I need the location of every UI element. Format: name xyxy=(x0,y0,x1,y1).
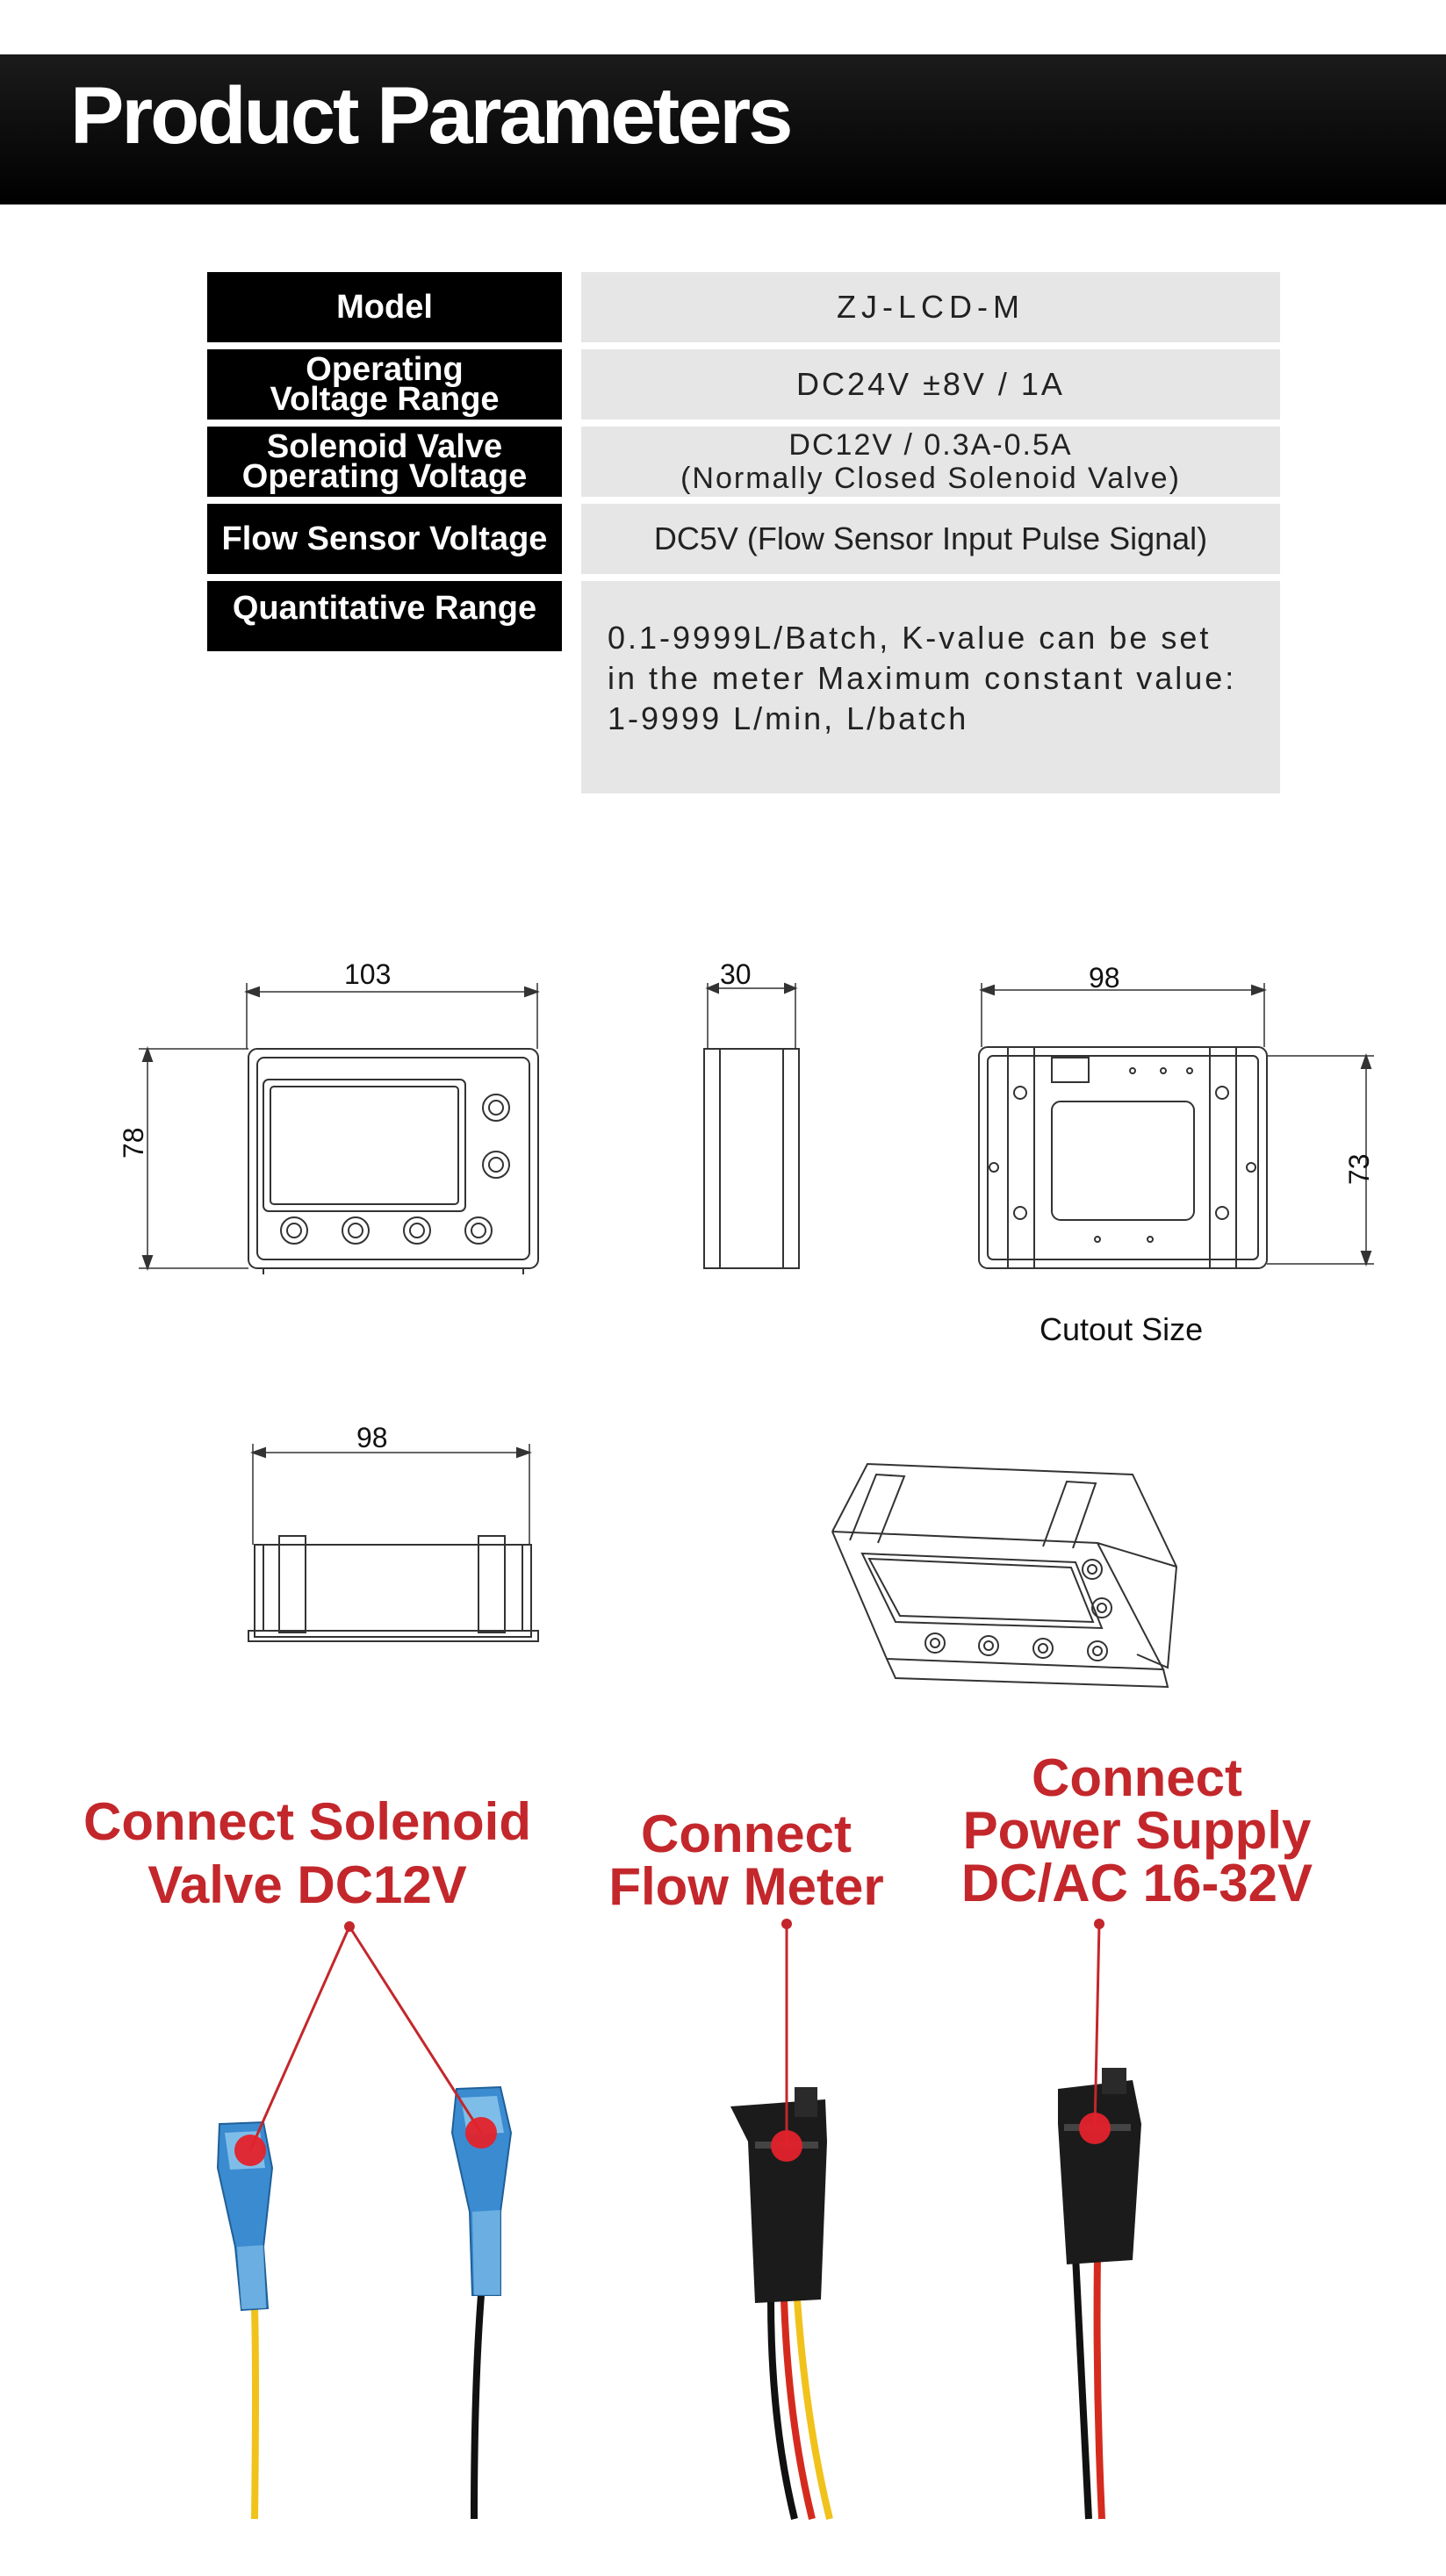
spec-row-solenoid: Solenoid Valve Operating Voltage DC12V /… xyxy=(207,427,1280,497)
dim-back-width: 98 xyxy=(1089,962,1120,994)
spec-row-model: Model ZJ-LCD-M xyxy=(207,272,1280,342)
solenoid-terminal-left xyxy=(216,2120,274,2520)
flow-meter-connector xyxy=(730,2087,833,2520)
dim-back-height: 73 xyxy=(1343,1153,1375,1185)
spec-label: Model xyxy=(207,272,562,342)
back-view-drawing xyxy=(978,983,1374,1269)
spec-value: DC24V ±8V / 1A xyxy=(581,349,1280,420)
header-banner: Product Parameters xyxy=(0,54,1446,205)
spec-label: Quantitative Range xyxy=(207,581,562,651)
spec-label: Solenoid Valve Operating Voltage xyxy=(207,427,562,497)
page-title: Product Parameters xyxy=(70,71,793,161)
dim-front-width: 103 xyxy=(344,958,392,990)
spec-value: DC12V / 0.3A-0.5A (Normally Closed Solen… xyxy=(581,427,1280,497)
dim-side-depth: 30 xyxy=(720,958,752,990)
spec-value: DC5V (Flow Sensor Input Pulse Signal) xyxy=(581,504,1280,574)
bottom-view-drawing xyxy=(248,1444,539,1642)
callout-solenoid: Connect Solenoid Valve DC12V xyxy=(83,1792,531,1914)
callout-flow-meter: Connect Flow Meter xyxy=(608,1805,884,1916)
cutout-size-caption: Cutout Size xyxy=(1040,1311,1204,1347)
spec-label: Flow Sensor Voltage xyxy=(207,504,562,574)
dim-front-height: 78 xyxy=(118,1127,149,1159)
spec-row-flow-sensor: Flow Sensor Voltage DC5V (Flow Sensor In… xyxy=(207,504,1280,574)
solenoid-terminal-right xyxy=(450,2085,513,2520)
isometric-view-drawing xyxy=(831,1462,1178,1689)
front-view-drawing xyxy=(139,983,540,1274)
callout-power-supply: Connect Power Supply DC/AC 16-32V xyxy=(960,1748,1313,1912)
spec-value: 0.1-9999L/Batch, K-value can be set in t… xyxy=(581,581,1280,793)
spec-table: Model ZJ-LCD-M Operating Voltage Range D… xyxy=(207,272,1280,800)
power-supply-connector xyxy=(1058,2068,1141,2520)
dim-bottom-width: 98 xyxy=(356,1422,388,1453)
spec-value: ZJ-LCD-M xyxy=(581,272,1280,342)
spec-row-quantitative: Quantitative Range 0.1-9999L/Batch, K-va… xyxy=(207,581,1280,793)
spec-row-voltage: Operating Voltage Range DC24V ±8V / 1A xyxy=(207,349,1280,420)
side-view-drawing xyxy=(703,982,800,1269)
spec-label: Operating Voltage Range xyxy=(207,349,562,420)
